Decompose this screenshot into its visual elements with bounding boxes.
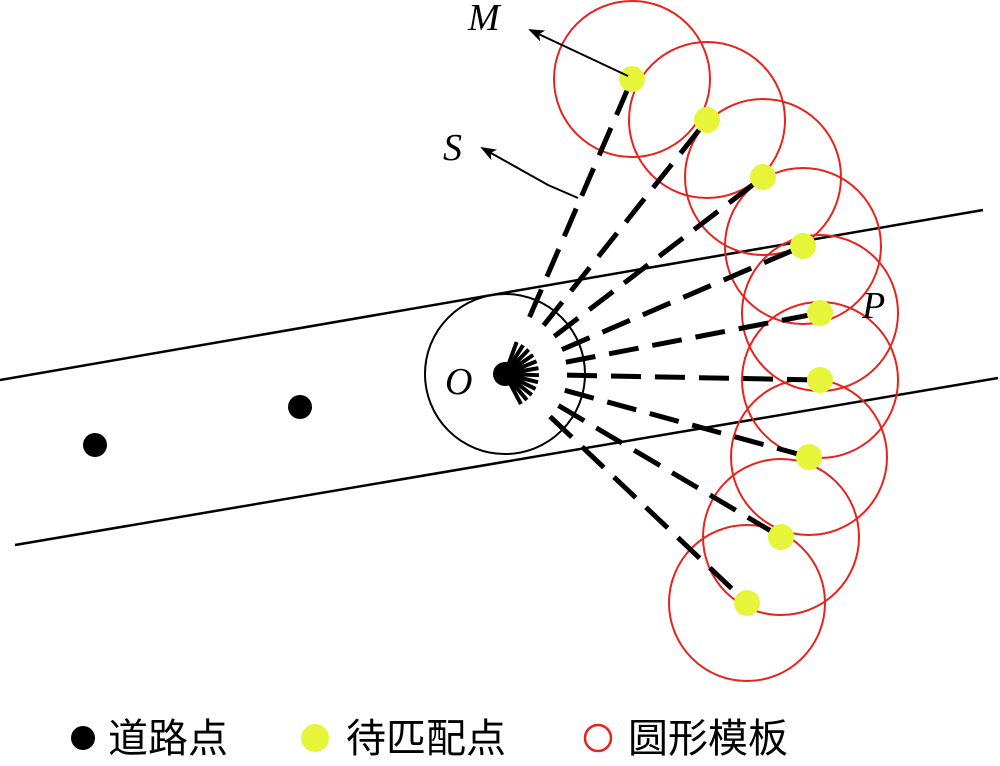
legend-template-marker (583, 723, 613, 753)
template-circle (628, 41, 786, 199)
template-circle (702, 458, 860, 616)
match-point (750, 164, 776, 190)
match-point (790, 233, 816, 259)
dashed-line (565, 310, 821, 365)
road-point (83, 433, 107, 457)
legend-match-text: 待匹配点 (346, 716, 506, 761)
dashed-line (566, 372, 821, 383)
legend-template-text: 圆形模板 (628, 716, 788, 761)
fan-tick (509, 348, 531, 370)
legend: 道路点 待匹配点 圆形模板 (71, 716, 788, 762)
template-circle (553, 0, 711, 158)
arrow-to-s (480, 147, 579, 199)
template-circles (553, 0, 899, 682)
match-point (807, 367, 833, 393)
center-fan-ticks (505, 341, 540, 405)
fan-tick (506, 380, 523, 405)
fan-tick (512, 366, 539, 375)
dashed-radial-lines (527, 78, 821, 605)
label-p: P (861, 285, 885, 327)
fan-tick (505, 341, 519, 368)
fan-tick (511, 375, 537, 391)
fan-tick (507, 344, 525, 369)
match-point (796, 444, 822, 470)
match-point (807, 300, 833, 326)
match-point (619, 66, 645, 92)
fan-tick (512, 372, 540, 378)
template-circle (724, 167, 882, 325)
fan-tick (510, 377, 534, 397)
legend-road-marker (71, 726, 95, 750)
fan-tick (508, 378, 529, 402)
dashed-line (548, 414, 749, 605)
match-point (694, 107, 720, 133)
dashed-line (557, 403, 783, 540)
road-lower-edge (14, 376, 999, 547)
fan-tick (511, 359, 538, 373)
template-circle (668, 524, 826, 682)
dashed-line (564, 387, 810, 460)
match-point (768, 524, 794, 550)
legend-road-text: 道路点 (108, 716, 228, 761)
match-point (734, 590, 760, 616)
match-points (619, 66, 833, 616)
label-m: M (467, 0, 502, 39)
fan-tick (510, 353, 535, 372)
arrow-to-m (528, 29, 629, 77)
label-o: O (445, 361, 472, 403)
legend-match-marker (301, 724, 329, 752)
fan-tick (512, 373, 539, 385)
dashed-line (552, 175, 765, 339)
road-point (288, 395, 312, 419)
road-point-center-o (493, 362, 517, 386)
label-s: S (443, 127, 462, 169)
